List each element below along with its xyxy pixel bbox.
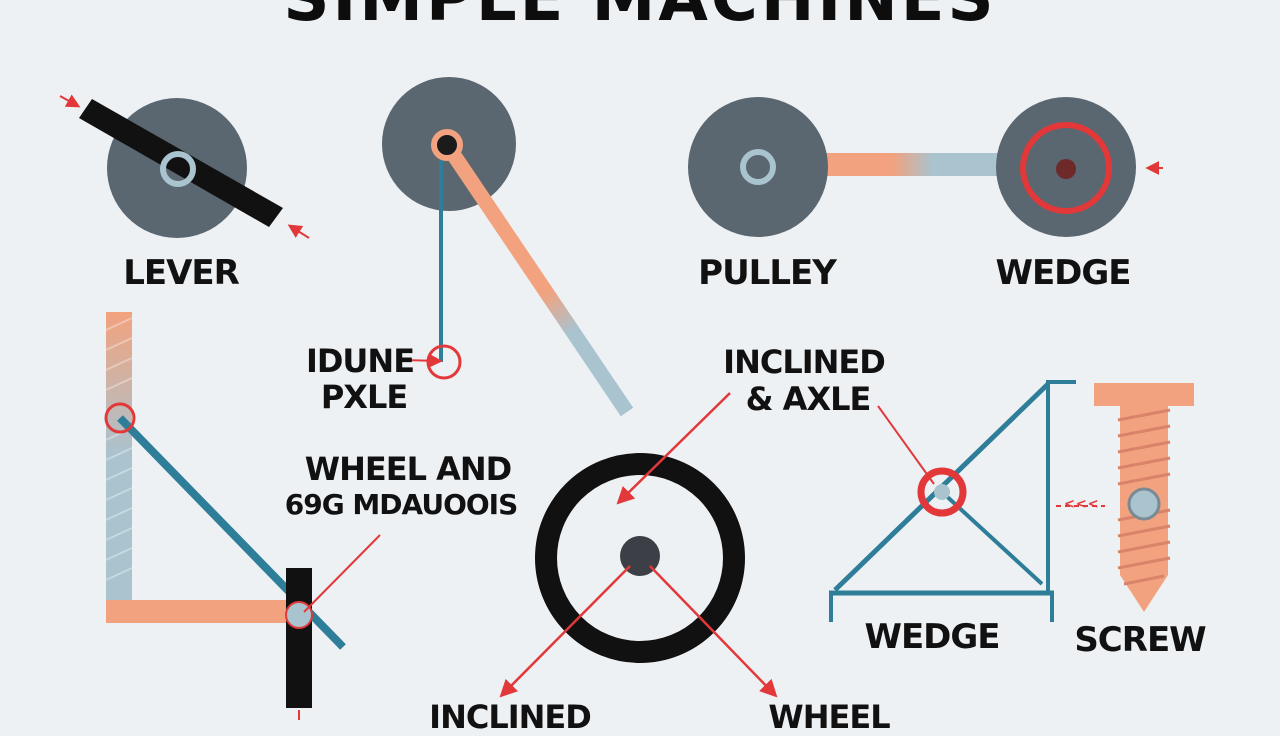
lever-diagram: [59, 94, 310, 239]
label-screw-marks: <<<: [1064, 497, 1100, 512]
label-inclined-axle-line2: & AXLE: [745, 380, 872, 418]
pulley-axle: [740, 149, 776, 185]
wheel-ring: [535, 453, 745, 663]
pulley-wedge-diagram: [688, 97, 1163, 237]
label-lever: LEVER: [123, 253, 240, 293]
vertical-post: [106, 312, 132, 602]
label-screw: SCREW: [1074, 620, 1206, 660]
inclined-axle-arrow: [616, 392, 731, 505]
lever-fulcrum: [160, 151, 196, 187]
pulley-arm: [440, 140, 634, 417]
base-plank: [106, 600, 301, 623]
incline-bottom-joint: [285, 601, 313, 629]
black-post: [286, 568, 312, 708]
pulley-arm-diagram: [382, 77, 634, 417]
lever-arrow-right: [287, 224, 310, 239]
page-title: SIMPLE MACHINES: [283, 0, 996, 36]
label-wedge-top: WEDGE: [995, 253, 1131, 293]
wheel-bottom-arrow: [649, 565, 778, 698]
wedge-center: [1056, 159, 1076, 179]
pulley-anchor-ring: [426, 344, 462, 380]
wedge-red-joint: [917, 467, 967, 517]
pulley-belt: [810, 153, 1015, 176]
pulley-hub: [431, 129, 463, 161]
label-wheel-bottom: WHEEL: [768, 698, 890, 736]
diagram-canvas: [59, 77, 1194, 720]
label-pulley: PULLEY: [698, 253, 837, 293]
wheel-and-arrow: [303, 534, 381, 613]
label-idune-line2: PXLE: [320, 378, 408, 416]
lever-bar: [79, 99, 283, 227]
inclined-bottom-arrow: [499, 565, 631, 698]
screw-pin: [1127, 487, 1161, 521]
label-inclined-axle-line1: INCLINED: [723, 343, 886, 381]
wedge-red-ring: [1020, 122, 1112, 214]
label-wedge-bottom: WEDGE: [864, 617, 1000, 657]
label-idune-line1: IDUNE: [305, 342, 415, 380]
incline-top-joint: [104, 402, 136, 434]
label-wheel-and-line2: 69G MDAUOOIS: [284, 488, 519, 521]
screw-head: [1094, 383, 1194, 406]
post-texture: [105, 317, 133, 581]
lever-arrow-left: [59, 94, 81, 108]
screw-diagram: [1094, 383, 1194, 612]
screw-threads: [1117, 408, 1171, 586]
label-inclined-bottom: INCLINED: [429, 698, 592, 736]
idune-arrow: [402, 353, 443, 368]
inclined-plane-diagram: [104, 312, 381, 720]
pulley-wheel: [688, 97, 828, 237]
wedge-joint-pin: [934, 484, 950, 500]
label-wheel-and-line1: WHEEL AND: [304, 450, 512, 488]
wheel-diagram: [499, 392, 778, 698]
wedge-pointer: [877, 405, 935, 485]
wedge-triangle-diagram: [829, 380, 1105, 622]
